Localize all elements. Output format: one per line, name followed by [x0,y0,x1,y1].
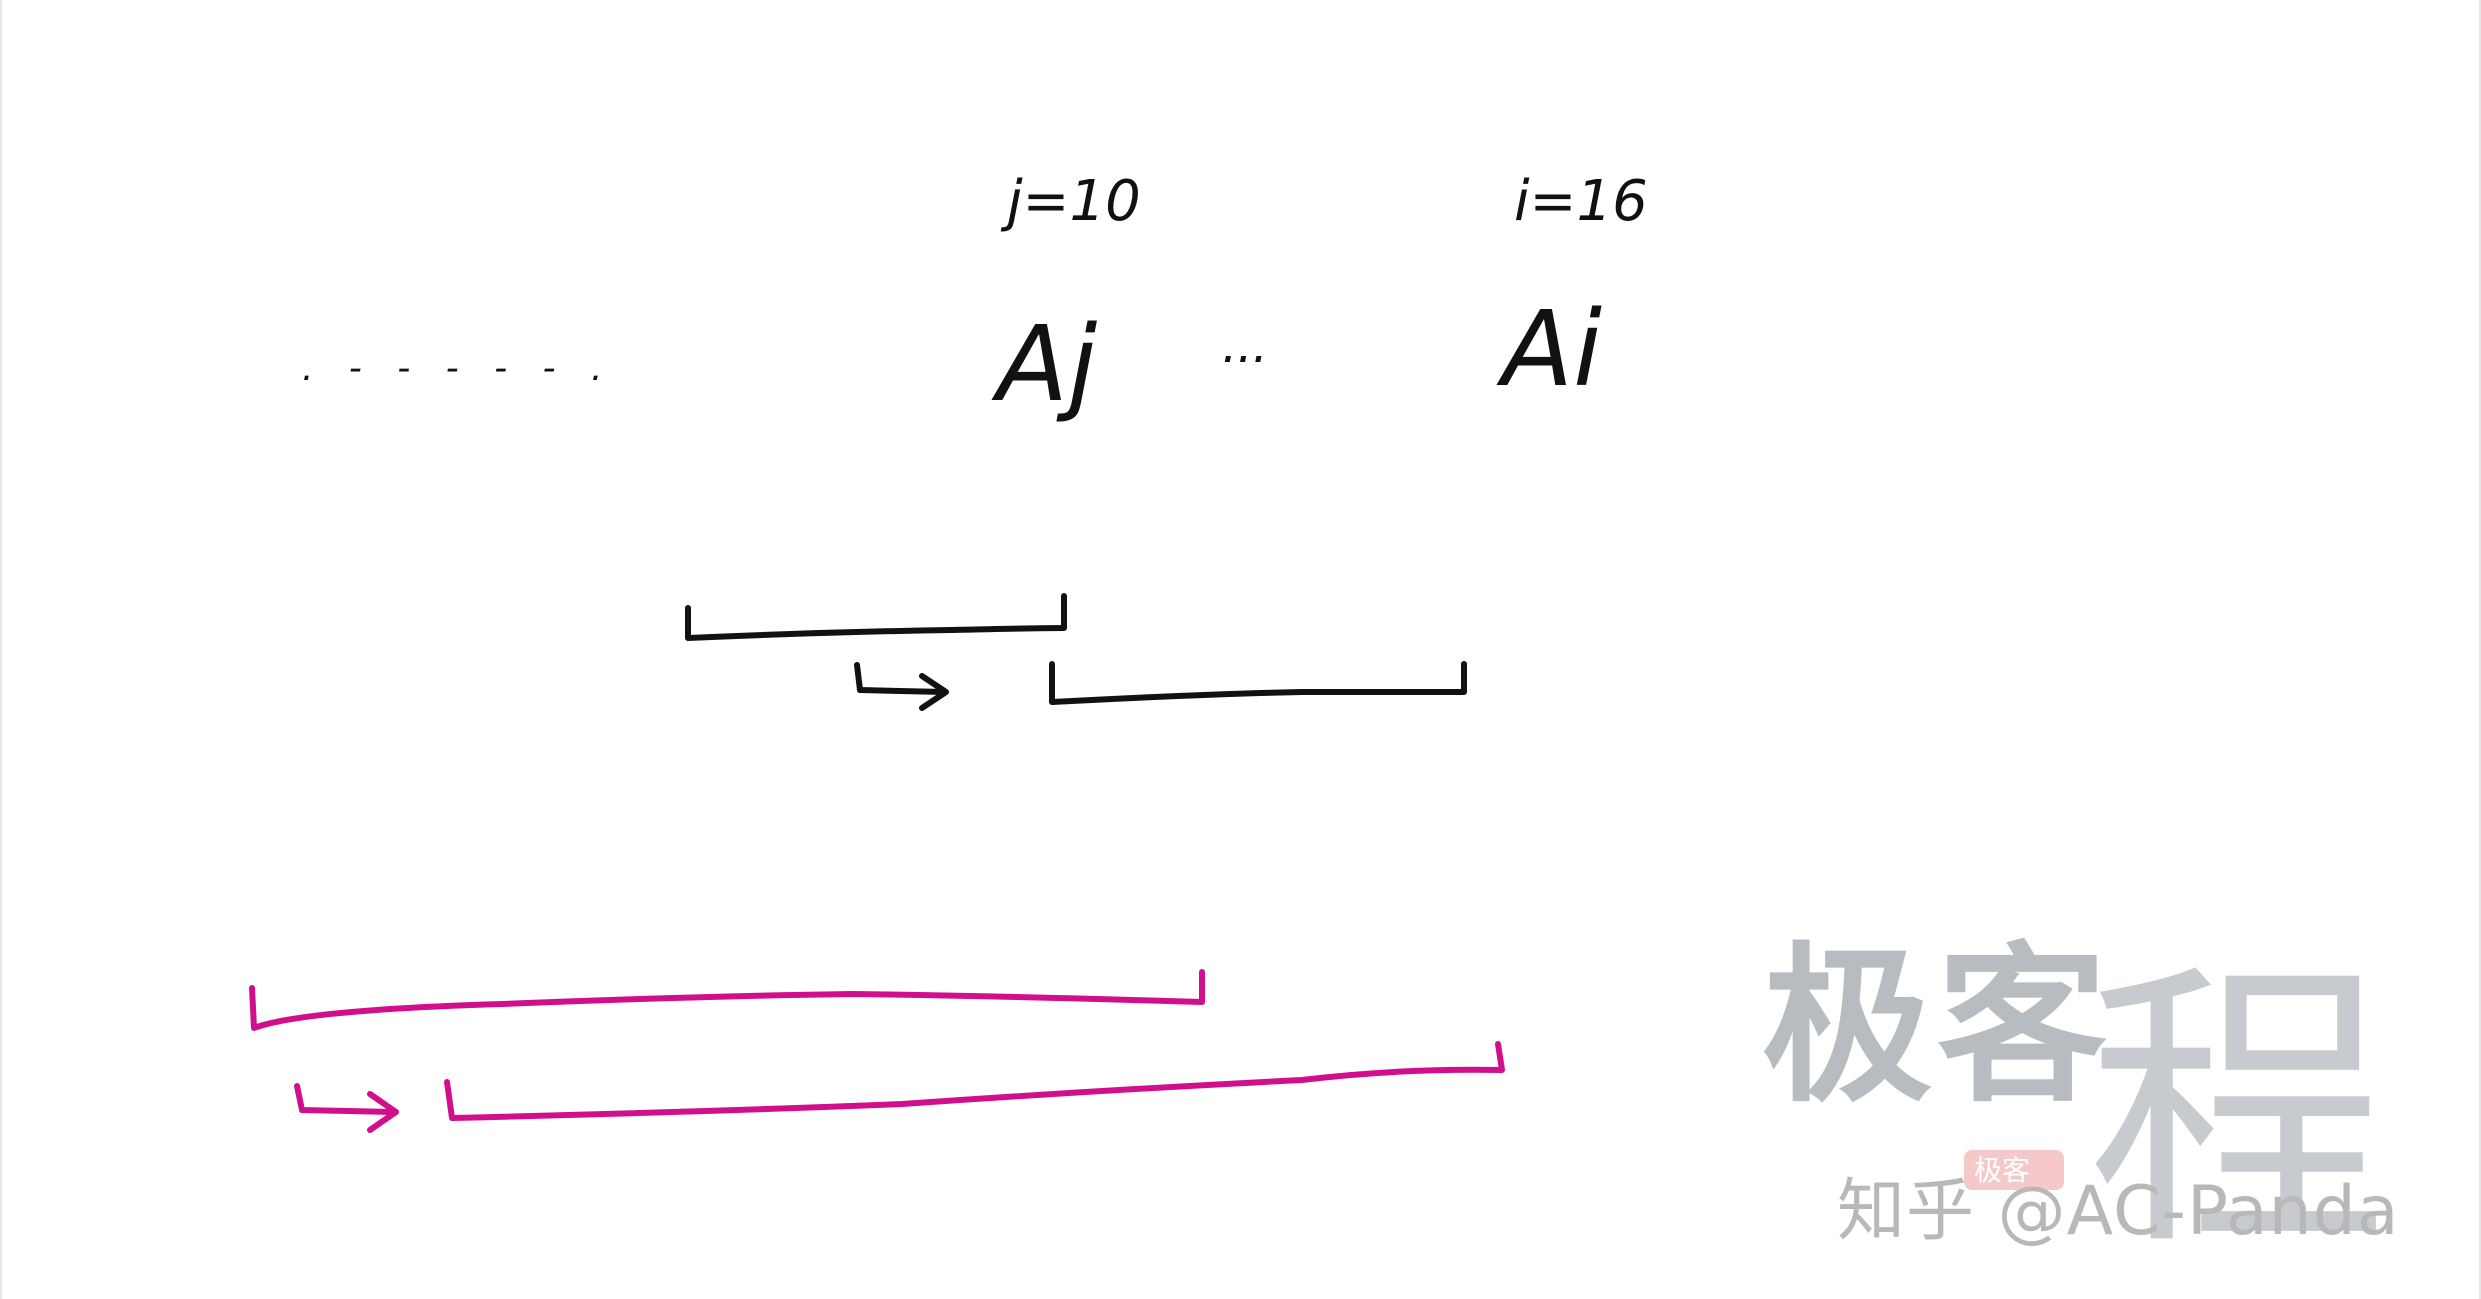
black-window-bracket-top [685,593,1067,641]
watermark-char-3: 程 [2087,937,2387,1286]
black-shift-arrow [854,662,949,711]
watermark-stamp-text: 极客 [1974,1154,2030,1187]
watermark-logo: 极 客 程 极客 [1762,926,2387,1286]
pink-shift-arrow [294,1083,399,1133]
pink-window-bracket-top [249,969,1205,1031]
watermark-char-1: 极 [1762,926,1932,1126]
pink-window-bracket-bottom [444,1041,1505,1121]
watermark-credit: 知乎 @AC-Panda [1837,1172,2400,1251]
left-ellipsis: . - - - - - . [302,348,615,389]
watermark-stamp [1964,1150,2064,1190]
black-window-bracket-bottom [1049,661,1467,705]
j-index-label: j=10 [1000,169,1141,234]
watermark-char-2: 客 [1937,926,2107,1126]
a-i-label: Ai [1496,288,1602,410]
middle-ellipsis: ... [1222,318,1268,374]
a-j-label: Aj [991,303,1097,425]
i-index-label: i=16 [1514,169,1648,234]
